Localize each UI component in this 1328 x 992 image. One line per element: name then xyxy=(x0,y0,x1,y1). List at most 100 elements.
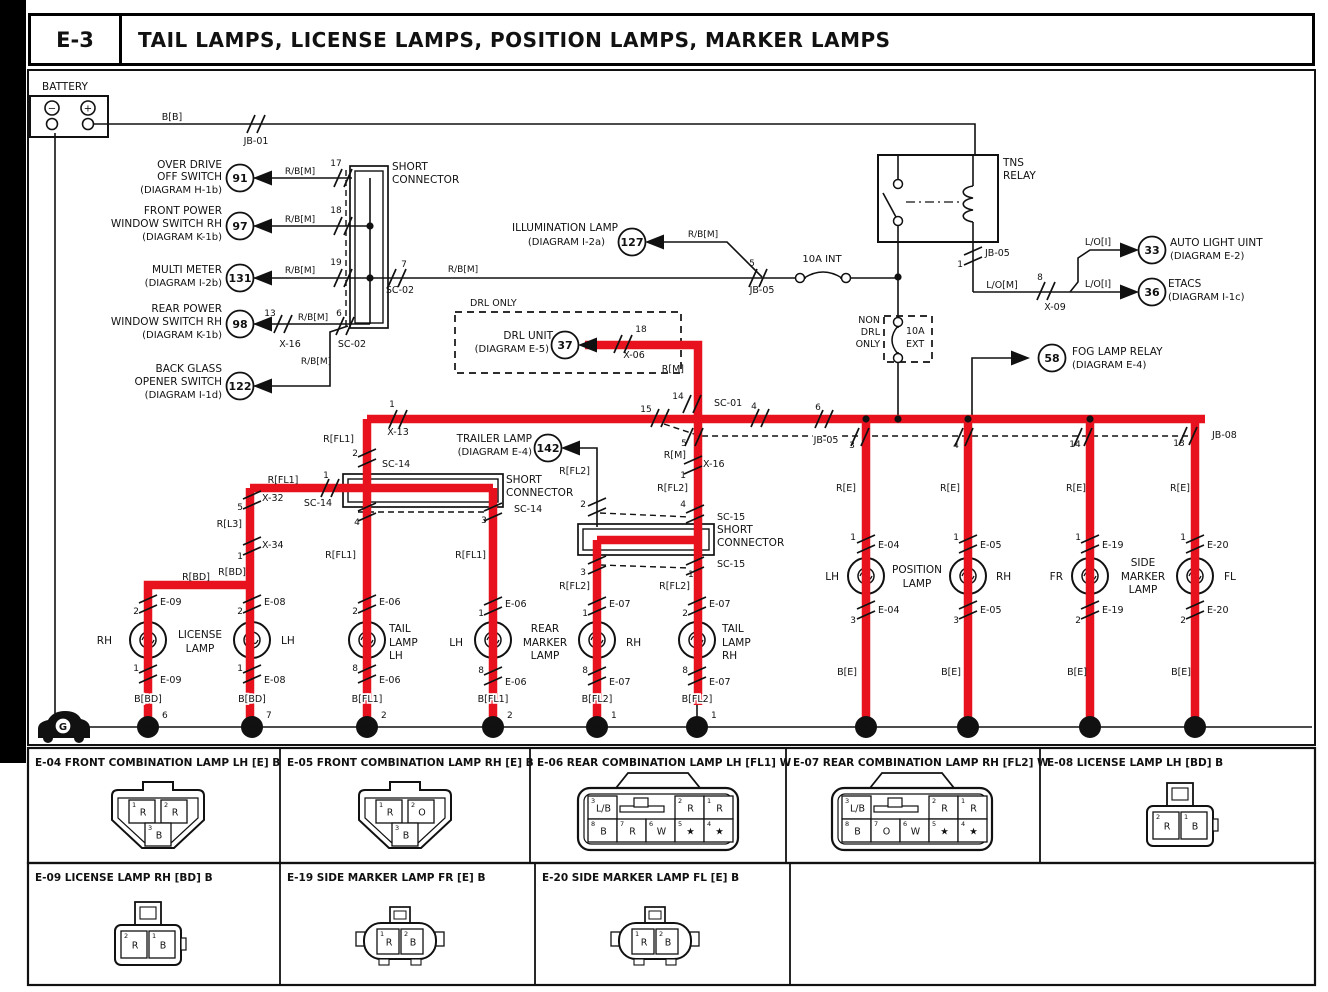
wire-label: E-05 xyxy=(980,605,1002,616)
connector-chevron-icon xyxy=(242,664,262,684)
pin-box xyxy=(375,799,403,824)
wire-label: FR xyxy=(1050,571,1063,583)
pin-wire-color: R xyxy=(386,938,393,949)
pin-number: 8 xyxy=(591,820,595,828)
wire-label: 5 xyxy=(681,439,687,449)
connector-chevron-icon xyxy=(388,409,408,429)
wire-label: LAMP xyxy=(389,637,418,649)
connector-chevron-icon xyxy=(748,268,768,288)
pin-box xyxy=(144,822,172,847)
wire-label: E-06 xyxy=(379,597,401,608)
wire-label: B[E] xyxy=(1067,667,1087,678)
junction-dot xyxy=(1086,415,1094,423)
wire-label: SIDE xyxy=(1131,557,1155,569)
relay-contact-icon xyxy=(892,215,904,227)
pin-wire-color: R xyxy=(970,804,977,815)
wire-label: LAMP xyxy=(722,637,751,649)
wire-label: TRAILER LAMP xyxy=(456,433,532,445)
connector-chevron-icon xyxy=(1185,534,1205,554)
car-wheel-icon xyxy=(43,733,53,743)
connector-chevron-icon xyxy=(483,502,503,522)
wire-label: SC-02 xyxy=(338,339,366,350)
wire-label: R/B[M] xyxy=(301,357,331,367)
pin-wire-color: O xyxy=(883,827,890,838)
connector-chevron-icon xyxy=(138,594,158,614)
wire-label: 1 xyxy=(323,471,329,481)
wire-label: 7 xyxy=(401,260,407,270)
pin-wire-color: R xyxy=(716,804,723,815)
fuse-end-icon xyxy=(892,352,904,364)
wire-label: E-07 xyxy=(709,677,731,688)
connector-chevron-icon xyxy=(682,394,702,414)
wire-label: JB-05 xyxy=(984,248,1010,259)
battery-post-icon xyxy=(81,117,95,131)
pin-number: 8 xyxy=(845,820,849,828)
wire-label: 8 xyxy=(1037,273,1043,283)
wire-black xyxy=(93,123,976,155)
connector-tab xyxy=(134,901,162,927)
ground-point xyxy=(137,716,159,738)
wire-label: 5 xyxy=(237,503,243,513)
wire-label: E-06 xyxy=(379,675,401,686)
wire-label: 3 xyxy=(953,616,959,626)
wire-label: 3 xyxy=(580,568,586,578)
ref-over-drive-off-switch xyxy=(225,163,255,193)
wire-label: 2 xyxy=(682,609,688,619)
wire-label: 19 xyxy=(330,258,342,268)
wire-label: SHORT xyxy=(392,161,428,173)
wire-label: 15 xyxy=(640,405,651,415)
title-bar: E-3 TAIL LAMPS, LICENSE LAMPS, POSITION … xyxy=(28,13,1315,66)
wire-label: 2 xyxy=(237,607,243,617)
connector-chevron-icon xyxy=(1080,600,1100,620)
pin-wire-color: R xyxy=(172,808,179,819)
pin-number: 2 xyxy=(659,930,663,938)
pin-number: 1 xyxy=(132,801,136,809)
ground-point xyxy=(586,716,608,738)
highlight-wire-red xyxy=(143,580,250,728)
wire-label: R[E] xyxy=(1066,483,1086,494)
battery-post-icon xyxy=(45,117,59,131)
connector-chevron-icon xyxy=(320,478,340,498)
wire-label: RELAY xyxy=(1003,170,1036,182)
pin-number: 4 xyxy=(707,820,711,828)
pin-box xyxy=(120,930,148,959)
wire-label: 2 xyxy=(352,607,358,617)
wire-label: R[M] xyxy=(662,364,684,375)
ref-multi-meter xyxy=(225,263,255,293)
wire-label: FL xyxy=(1224,571,1236,583)
ground-point xyxy=(1079,716,1101,738)
ground-pin-number: 1 xyxy=(711,711,717,721)
pin-number: 2 xyxy=(404,930,408,938)
wire-label: R[E] xyxy=(836,483,856,494)
ref-front-power-window-switch-number: 97 xyxy=(232,220,247,233)
pin-wire-color: B xyxy=(403,831,410,842)
ground-point xyxy=(1184,716,1206,738)
wire-label: 6 xyxy=(815,403,821,413)
scan-black-margin xyxy=(0,0,26,763)
ref-illumination-lamp xyxy=(617,227,647,257)
wire-label: 4 xyxy=(680,500,686,510)
wire-label: 1 xyxy=(478,609,484,619)
wire-label: (DIAGRAM K-1b) xyxy=(142,330,222,341)
wire-label: B[FL1] xyxy=(478,694,509,705)
pin-wire-color: R xyxy=(687,804,694,815)
wire-label: JB-05 xyxy=(749,285,775,296)
wire-label: 4 xyxy=(953,441,959,451)
fuse-10a-ext-icon xyxy=(891,325,899,355)
ref-drl-unit xyxy=(550,330,580,360)
wire-label: LH xyxy=(389,650,403,662)
wire-label: E-09 xyxy=(160,597,182,608)
connector-chevron-icon xyxy=(1185,600,1205,620)
pin-number: 2 xyxy=(932,797,936,805)
pin-number: 1 xyxy=(707,797,711,805)
wire-label: B[BD] xyxy=(134,694,162,705)
pin-box xyxy=(631,928,655,955)
pin-number: 7 xyxy=(874,820,878,828)
wire-label: B[FL2] xyxy=(682,694,713,705)
pin-number: 1 xyxy=(380,930,384,938)
